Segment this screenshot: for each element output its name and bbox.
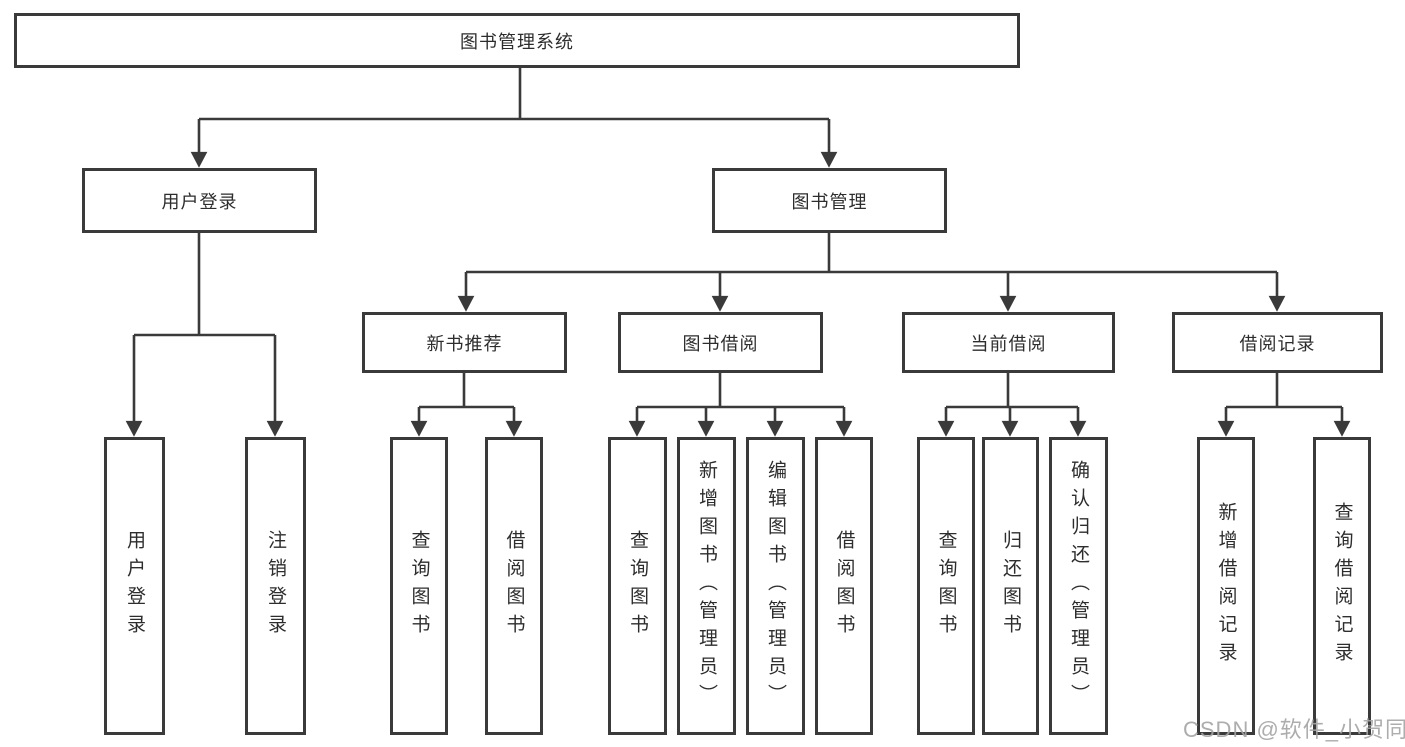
node-user-login: 用户登录	[82, 168, 317, 233]
connector-book-borrow-trunk	[637, 373, 844, 409]
node-leaf-current-query: 查询图书	[917, 437, 975, 735]
node-leaf-record-add: 新增借阅记录	[1197, 437, 1255, 735]
connector-current-borrow-trunk	[946, 373, 1078, 409]
node-leaf-logout: 注销登录	[245, 437, 306, 735]
node-leaf-user-login: 用户登录	[104, 437, 165, 735]
node-root: 图书管理系统	[14, 13, 1020, 68]
connector-new-book-trunk	[419, 373, 514, 409]
watermark: CSDN @软件_小贺同学	[1183, 717, 1405, 742]
node-leaf-current-return: 归还图书	[982, 437, 1039, 735]
node-leaf-borrow-edit: 编辑图书（管理员）	[746, 437, 805, 735]
node-leaf-borrow-add: 新增图书（管理员）	[677, 437, 736, 735]
node-borrow-record: 借阅记录	[1172, 312, 1383, 373]
connector-book-mgmt-trunk	[466, 233, 1277, 274]
node-new-book: 新书推荐	[362, 312, 567, 373]
node-leaf-borrow-borrow: 借阅图书	[815, 437, 873, 735]
node-leaf-current-confirm: 确认归还（管理员）	[1049, 437, 1108, 735]
node-leaf-newbook-query: 查询图书	[390, 437, 448, 735]
connector-borrow-record-trunk	[1226, 373, 1342, 409]
node-current-borrow: 当前借阅	[902, 312, 1115, 373]
connector-user-login-trunk	[134, 233, 275, 337]
node-leaf-record-query: 查询借阅记录	[1313, 437, 1371, 735]
node-book-mgmt: 图书管理	[712, 168, 947, 233]
connector-root-trunk	[199, 68, 829, 121]
node-leaf-newbook-borrow: 借阅图书	[485, 437, 543, 735]
node-leaf-borrow-query: 查询图书	[608, 437, 667, 735]
node-book-borrow: 图书借阅	[618, 312, 823, 373]
